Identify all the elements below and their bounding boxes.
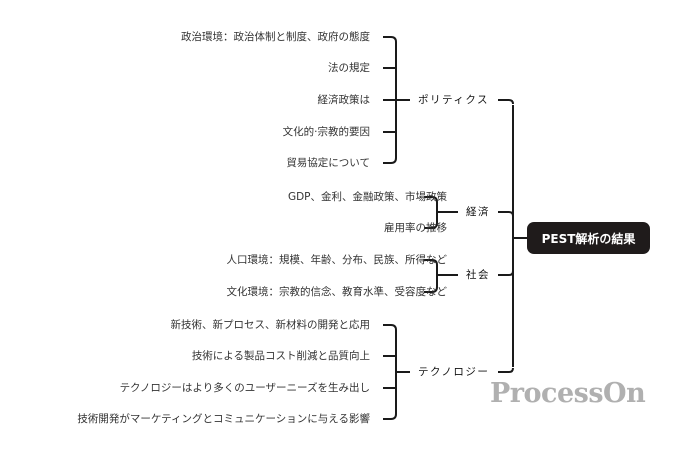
leaf-item[interactable]: 法の規定 xyxy=(328,62,370,74)
leaf-connector xyxy=(424,286,438,293)
leaf-item[interactable]: 文化環境：宗教的信念、教育水準、受容度など xyxy=(226,286,448,298)
leaf-item[interactable]: 新技術、新プロセス、新材料の開発と応用 xyxy=(170,319,371,331)
leaf-item[interactable]: テクノロジーはより多くのユーザーニーズを生み出し xyxy=(119,382,370,394)
root-label: PEST解析の結果 xyxy=(541,231,636,246)
root-node[interactable]: PEST解析の結果 xyxy=(527,222,650,254)
leaf-item[interactable]: 人口環境：規模、年齢、分布、民族、所得など xyxy=(226,254,448,266)
leaf-item[interactable]: 技術開発がマーケティングとコミュニケーションに与える影響 xyxy=(77,413,370,425)
branch-connector-0 xyxy=(498,99,514,105)
branch-connector-1 xyxy=(498,211,514,217)
processon-watermark: ProcessOn xyxy=(490,378,646,409)
branch-connector-3 xyxy=(498,367,514,373)
leaf-connector xyxy=(383,157,397,164)
leaf-connector xyxy=(424,196,438,203)
branch-label-3[interactable]: テクノロジー xyxy=(418,366,490,378)
leaf-item[interactable]: GDP、金利、金融政策、市場政策 xyxy=(287,191,447,203)
leaf-item[interactable]: 技術による製品コスト削減と品質向上 xyxy=(191,350,370,362)
leaf-item[interactable]: 経済政策は xyxy=(317,94,371,106)
leaf-connector xyxy=(424,222,438,229)
leaf-connector xyxy=(383,36,397,43)
leaf-item[interactable]: 政治環境：政治体制と制度、政府の態度 xyxy=(181,31,370,43)
branch-label-1[interactable]: 経済 xyxy=(466,206,490,218)
branch-label-2[interactable]: 社会 xyxy=(466,269,490,281)
leaf-item[interactable]: 貿易協定について xyxy=(286,157,370,169)
leaf-connector xyxy=(383,324,397,331)
leaf-item[interactable]: 文化的·宗教的要因 xyxy=(282,126,370,138)
branch-connector-2 xyxy=(498,270,514,276)
leaf-item[interactable]: 雇用率の推移 xyxy=(384,222,447,234)
leaf-connector xyxy=(383,413,397,420)
leaf-connector xyxy=(424,259,438,266)
branch-label-0[interactable]: ポリティクス xyxy=(418,94,490,106)
